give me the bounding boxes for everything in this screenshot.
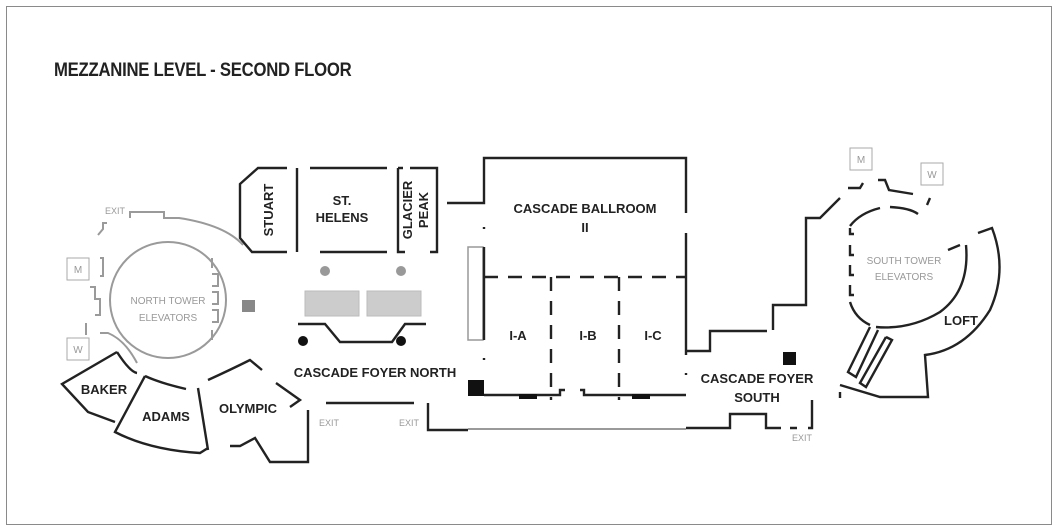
column-gray-2 [396, 266, 406, 276]
column-gray-1 [320, 266, 330, 276]
column-black-square [468, 380, 484, 396]
loft-walls [839, 226, 1001, 399]
foyer-south-north-wall [686, 182, 865, 353]
room-label-stuart[interactable]: STUART [261, 184, 276, 237]
exit-label-foyer-2: EXIT [399, 418, 420, 428]
mens-restroom-icon [66, 257, 90, 281]
south-restroom-walls [878, 178, 932, 206]
north-tower-elevator-ring [109, 241, 227, 359]
exit-label-south: EXIT [792, 433, 813, 443]
room-label-adams[interactable]: ADAMS [142, 409, 190, 424]
south-elevator-doors [848, 228, 871, 327]
north-tower-label-2: ELEVATORS [139, 313, 198, 324]
stuart-walls [238, 166, 287, 254]
glacier-peak-walls [396, 166, 439, 254]
south-tower: M W SOUTH TOWER ELEVATORS LOFT [839, 147, 1001, 399]
olympic-walls [196, 358, 310, 464]
escalator-left [304, 290, 360, 317]
south-tower-label: SOUTH TOWER [867, 256, 942, 267]
exit-label-foyer-1: EXIT [319, 418, 340, 428]
mens-restroom-label: M [74, 265, 82, 276]
room-label-glacier[interactable]: GLACIER [400, 180, 415, 239]
room-label-peak[interactable]: PEAK [416, 191, 431, 228]
column-marker [242, 300, 255, 312]
column-black-1 [298, 336, 308, 346]
foyer-north-bottom-wall [326, 401, 468, 432]
room-label-ia[interactable]: I-A [509, 328, 527, 343]
room-label-cascade-ballroom[interactable]: CASCADE BALLROOM [514, 201, 657, 216]
room-label-st-helens[interactable]: ST. [333, 193, 352, 208]
west-rooms: BAKER ADAMS OLYMPIC [60, 350, 310, 464]
ballroom-south-wall [484, 373, 688, 397]
elevator-doors [211, 258, 219, 340]
page-title: MEZZANINE LEVEL - SECOND FLOOR [54, 60, 352, 81]
north-outer-wall [97, 211, 244, 246]
south-tower-label-2: ELEVATORS [875, 272, 934, 283]
foyer-walls: EXIT EXIT [319, 401, 686, 432]
ballroom-partition-storage [467, 246, 484, 341]
mens-restroom-label-south: M [857, 155, 865, 166]
north-tower: M W EXIT NORTH TOWER ELEVATORS [66, 206, 255, 364]
baker-walls [60, 350, 138, 424]
room-label-cascade-foyer-south[interactable]: CASCADE FOYER [701, 371, 814, 386]
room-label-olympic[interactable]: OLYMPIC [219, 401, 278, 416]
restroom-walls [85, 257, 138, 364]
st-helens-walls [295, 166, 387, 254]
room-label-baker[interactable]: BAKER [81, 382, 128, 397]
north-tower-label: NORTH TOWER [130, 296, 205, 307]
room-label-ic[interactable]: I-C [644, 328, 662, 343]
south-service-corridor [846, 326, 894, 389]
room-label-cascade-ballroom-2[interactable]: II [581, 220, 588, 235]
column-black-square-south [783, 352, 796, 365]
adams-walls [113, 374, 209, 455]
exit-label-north-tower: EXIT [105, 206, 126, 216]
cascade-ballroom: CASCADE BALLROOM II I-A I-B I-C [447, 156, 688, 400]
room-label-loft[interactable]: LOFT [944, 313, 978, 328]
room-label-ib[interactable]: I-B [579, 328, 596, 343]
ballroom-outer-walls [447, 156, 688, 360]
foyer-south-bottom-wall [686, 392, 842, 430]
north-rooms: STUART ST. HELENS GLACIER PEAK [238, 166, 439, 254]
room-label-cascade-foyer-south-2[interactable]: SOUTH [734, 390, 780, 405]
map-frame [6, 6, 1052, 525]
door-marker-1 [519, 394, 537, 399]
womens-restroom-label-south: W [927, 170, 937, 181]
room-label-cascade-foyer-north[interactable]: CASCADE FOYER NORTH [294, 365, 457, 380]
womens-restroom-icon-south [920, 162, 944, 186]
column-black-2 [396, 336, 406, 346]
womens-restroom-icon [66, 337, 90, 361]
door-marker-2 [632, 394, 650, 399]
foyer-south: CASCADE FOYER SOUTH EXIT [686, 182, 865, 443]
room-label-st-helens-2[interactable]: HELENS [316, 210, 369, 225]
movable-partitions [484, 275, 686, 400]
south-tower-top-wall [849, 205, 919, 227]
escalator-right [366, 290, 422, 317]
escalator-rail [298, 322, 426, 344]
womens-restroom-label: W [73, 345, 83, 356]
escalators: CASCADE FOYER NORTH [294, 266, 457, 380]
mens-restroom-icon-south [849, 147, 873, 171]
